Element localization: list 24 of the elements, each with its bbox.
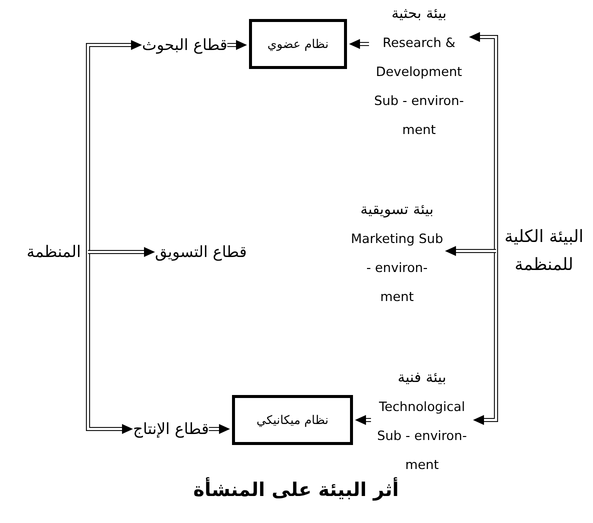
heading: بيئة بحثية — [390, 5, 448, 24]
double-arrow — [86, 252, 133, 434]
text-label: قطاع البحوث — [142, 34, 228, 56]
double-arrow — [208, 424, 230, 434]
heading: بيئة فنية — [396, 369, 448, 388]
text-label: قطاع الإنتاج — [133, 418, 209, 440]
heading: بيئة تسويقية — [359, 201, 435, 220]
double-arrow — [86, 40, 142, 252]
system-box: نظام عضوي — [249, 19, 347, 69]
text-label: البيئة الكلية للمنظمة — [499, 223, 589, 279]
double-arrow — [445, 246, 496, 256]
double-arrow — [469, 32, 498, 251]
text-label: قطاع التسويق — [155, 241, 247, 263]
text-label: Research & Development Sub - environ- ment — [373, 35, 465, 140]
double-arrow — [349, 39, 369, 49]
text-label: المنظمة — [26, 241, 81, 263]
double-arrow — [88, 247, 155, 257]
text-label: Technological Sub - environ- ment — [376, 399, 468, 475]
text-label: Marketing Sub - environ- ment — [350, 231, 444, 307]
caption: أثر البيئة على المنشأة — [193, 477, 399, 503]
double-arrow — [473, 251, 498, 425]
double-arrow — [355, 415, 371, 425]
system-box: نظام ميكانيكي — [232, 395, 353, 445]
double-arrow — [227, 40, 247, 50]
